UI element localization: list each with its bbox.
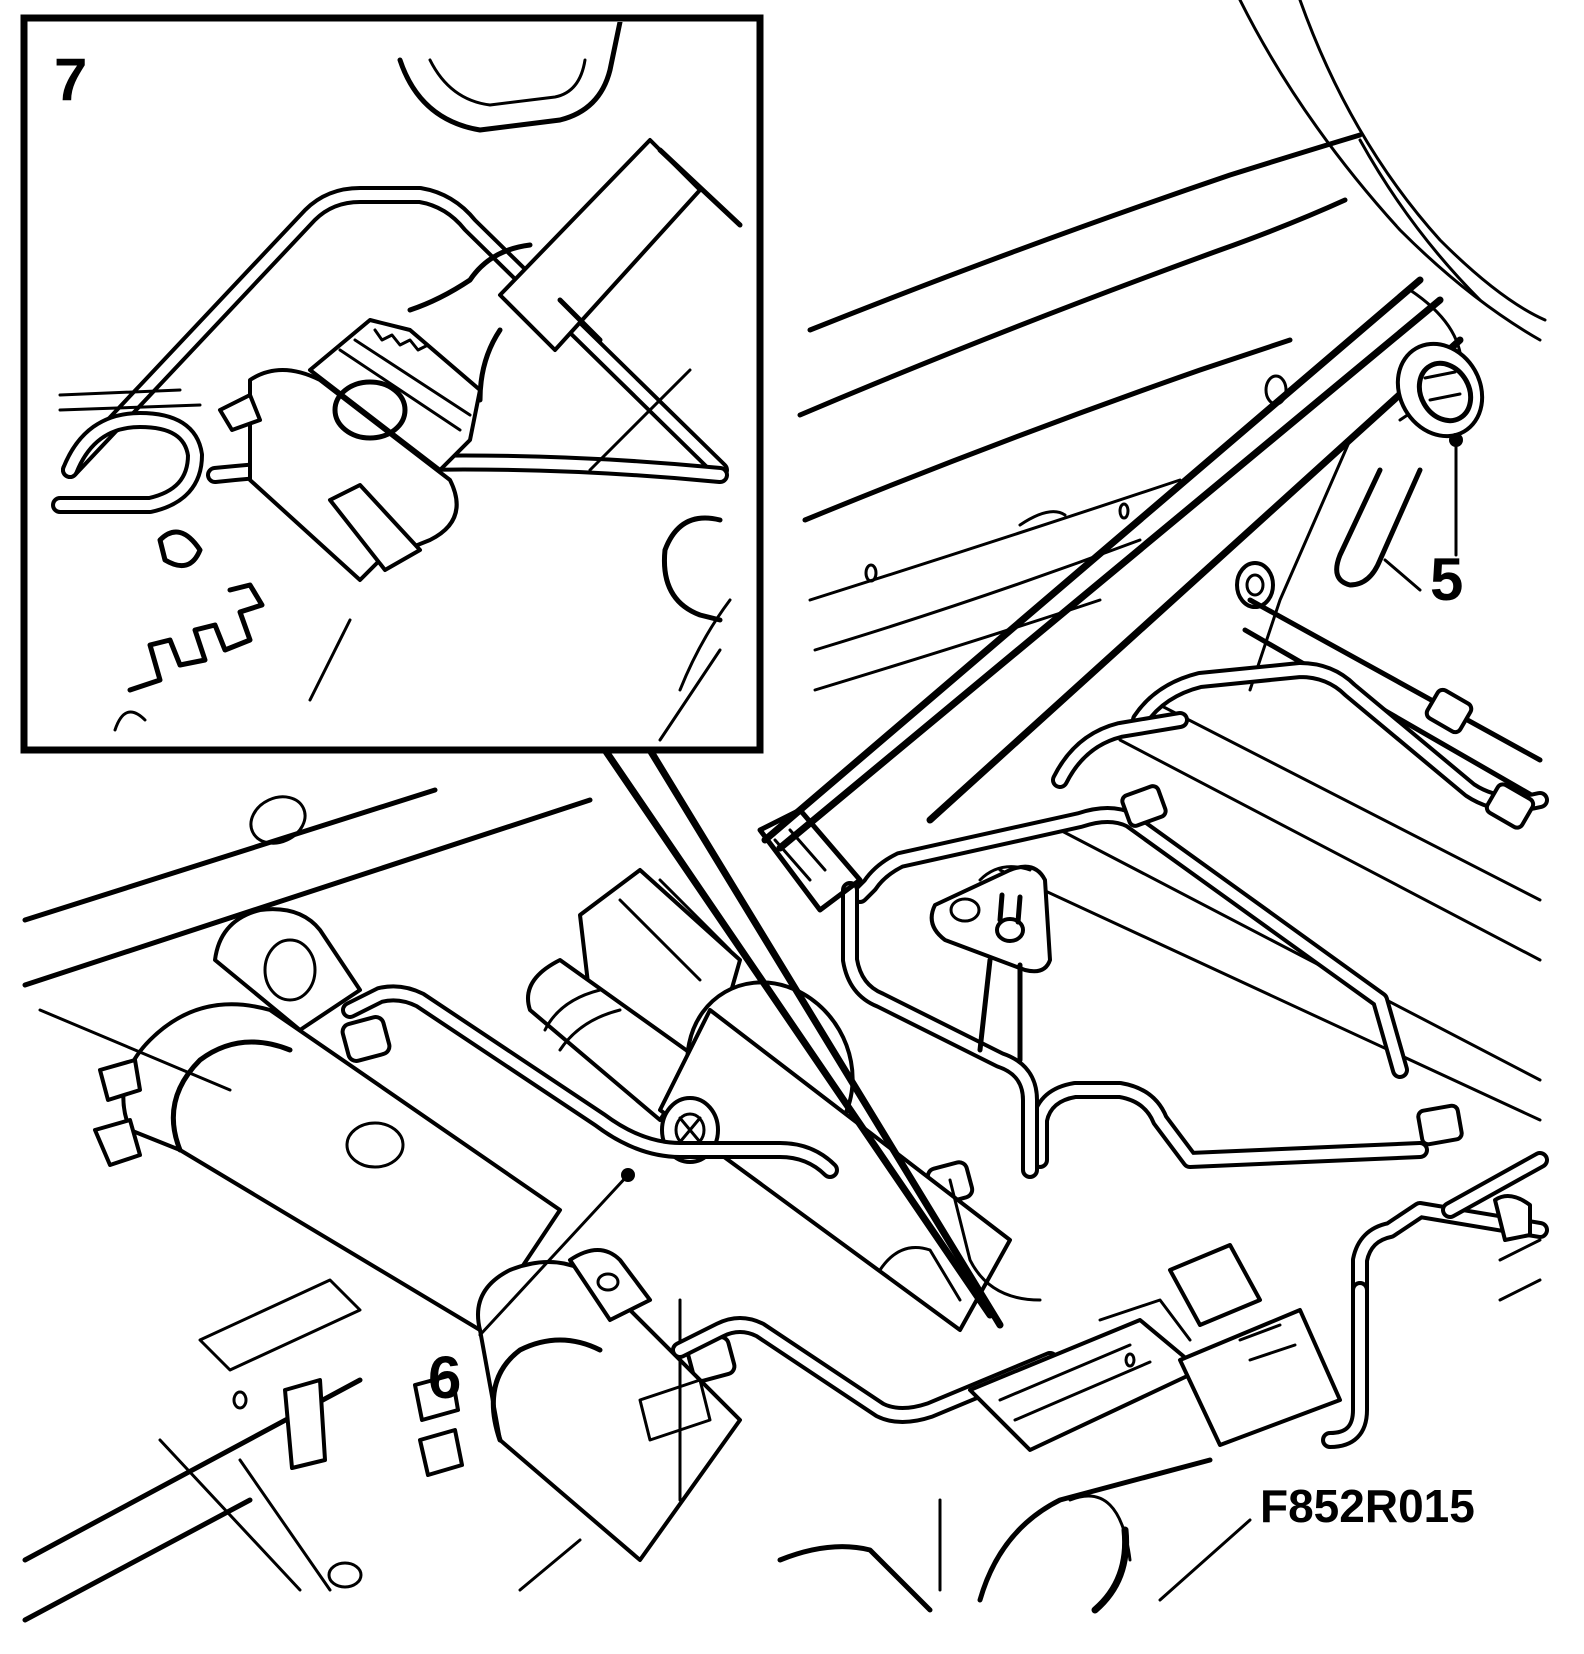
callout-5-label: 5 [1430,546,1463,613]
strut-end-bolt [1395,341,1485,439]
leader-6-line [478,1173,630,1337]
figure-code: F852R015 [1260,1480,1475,1532]
inset-label: 7 [54,46,87,113]
main-assembly-drawing [22,0,1549,1623]
lower-cylinder-assembly [93,907,742,1562]
callout-6-label: 6 [428,1344,461,1411]
leader-lines [478,433,1463,1337]
inset-projection-right [646,746,1004,1329]
mounting-plate [929,864,1052,1063]
hydraulic-tube-loops [841,661,1549,1449]
inset-projection-left [601,746,994,1319]
connector-block [968,1243,1342,1452]
inset-detail: 7 [20,14,764,754]
